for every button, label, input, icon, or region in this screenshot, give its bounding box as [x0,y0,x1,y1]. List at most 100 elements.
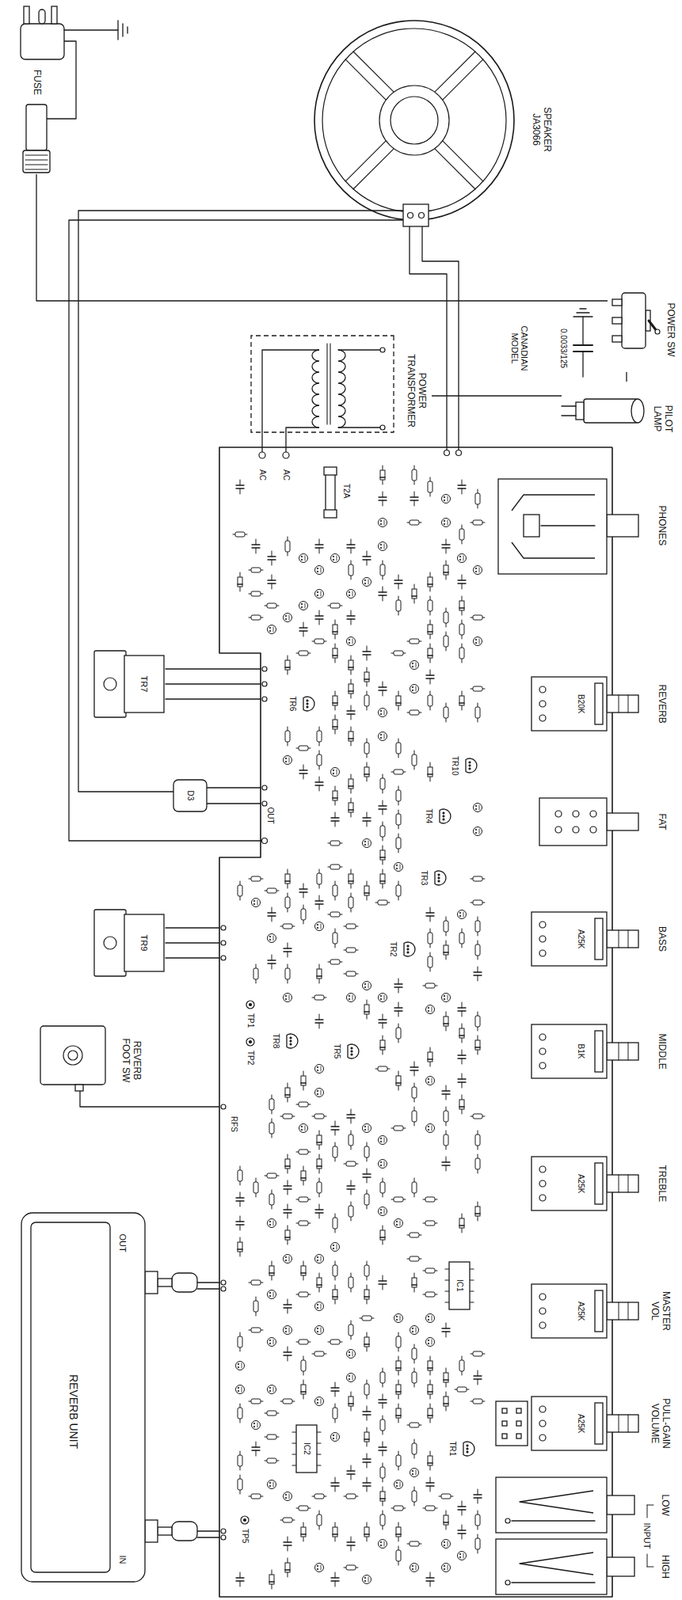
diode [364,1432,370,1443]
capacitor [283,1542,292,1544]
pot-shaft [618,1043,620,1061]
capacitor-lead [414,491,416,498]
reverb-unit: REVERB UNITOUTIN [19,1211,147,1585]
resistor [459,624,465,636]
diode [443,1373,449,1384]
electrolytic-capacitor [441,518,451,528]
diode [300,1171,306,1182]
capacitor [441,544,450,545]
electrolytic-capacitor [441,495,451,504]
control-label: LOW [659,1494,671,1518]
diode-band [300,1177,306,1180]
resistor [472,1352,483,1357]
switch-pot [539,798,607,846]
pot-shaft [628,1043,629,1061]
capacitor-lead [240,1201,241,1208]
capacitor [473,971,482,973]
capacitor-lead [430,916,431,923]
resistor [282,1399,293,1405]
resistor [380,1420,385,1432]
switch-terminal [612,335,622,343]
capacitor-pin [475,808,477,811]
switch-body [621,293,646,349]
resistor [314,1114,324,1120]
diode [411,1278,417,1288]
capacitor-mark [384,1138,385,1144]
capacitor-pin [427,1340,430,1342]
capacitor-lead [366,812,368,819]
jack-sleeve [606,1496,635,1516]
phones-jack [498,479,607,575]
capacitor-pin [427,1007,430,1010]
transistor-pin [468,768,472,771]
diode [316,1278,322,1288]
electrolytic-capacitor [315,1255,324,1265]
reverb-tank-inner [30,1223,111,1574]
resistor [235,532,245,538]
ic-pin [316,1432,321,1433]
capacitor-lead [350,1109,352,1116]
resistor [457,1387,467,1393]
capacitor-lead [271,583,273,590]
pot-bushing [594,1163,603,1205]
board-pad [262,838,268,845]
ground-symbol [126,26,128,34]
electrolytic-capacitor [315,1398,324,1407]
rca-plug [157,1527,172,1536]
capacitor [331,1482,340,1484]
capacitor [331,1126,340,1128]
capacitor-pin [316,567,319,570]
diode-band [396,1391,401,1394]
capacitor-pin [269,1485,271,1488]
capacitor [299,888,308,890]
capacitor-lead [461,1011,463,1018]
board-pad [262,801,267,807]
resistor [377,1066,388,1072]
resistor [282,924,293,930]
transistor-outline [347,1044,359,1060]
capacitor-mark [241,1387,243,1393]
diode [332,648,338,659]
diode [396,1527,401,1538]
capacitor-lead [382,586,384,593]
transistor-pin [289,1043,293,1047]
capacitor-lead [319,1023,321,1029]
capacitor-lead [430,678,431,685]
diode-band [285,666,290,669]
transistor-pin [438,880,441,884]
capacitor-pin [285,761,287,763]
switch-terminal [555,826,562,834]
capacitor-lead [477,967,479,973]
capacitor-pin [364,986,366,989]
electrolytic-capacitor [251,899,261,908]
diode [348,874,354,884]
power-switch: POWER SW [607,269,678,373]
switch-terminal [612,317,622,324]
part-label: TP5 [240,1528,251,1545]
capacitor-mark [304,603,306,609]
resistor [396,814,401,826]
capacitor-pin [253,1426,256,1429]
capacitor-pin [269,1224,271,1227]
capacitor [236,1581,244,1582]
electrolytic-capacitor [362,982,372,991]
capacitor [236,1221,244,1223]
part-label: RFS [229,1116,240,1134]
diode [427,1456,433,1467]
capacitor-mark [400,1221,401,1227]
diode [300,1385,306,1395]
capacitor-mark [431,1078,433,1084]
diode-band [332,1296,338,1299]
capacitor [473,1379,482,1380]
capacitor [426,678,435,679]
resistor [411,1087,417,1099]
diode [332,791,338,801]
capacitor [457,1082,466,1083]
fuse-cap-ridge [25,155,48,157]
pull-switch-pin [502,1409,507,1414]
capacitor [283,951,292,953]
capacitor-pin [380,547,382,549]
diode-band [380,1237,385,1239]
capacitor-lead [445,1165,447,1172]
capacitor [346,615,355,617]
